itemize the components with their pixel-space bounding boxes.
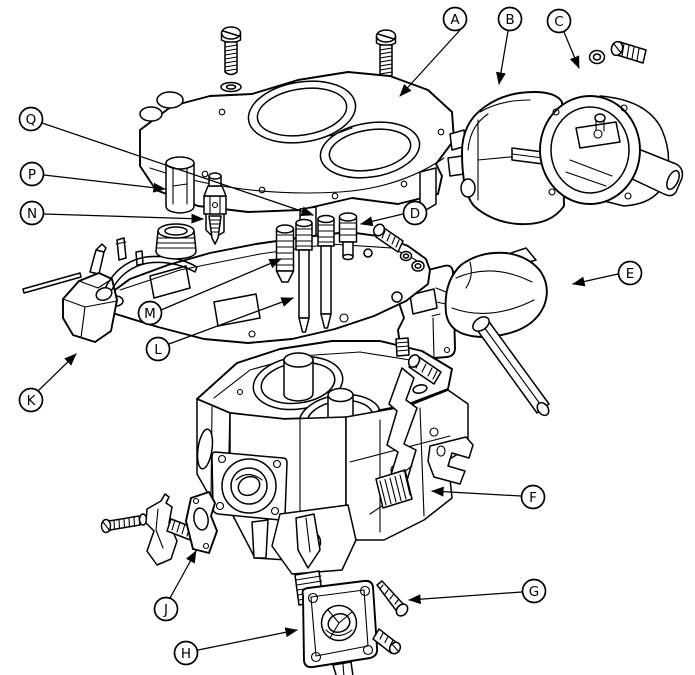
filter-cylinder-p	[165, 156, 195, 214]
callout-letter-d: D	[410, 206, 420, 222]
callout-letter-c: C	[554, 14, 563, 30]
callout-c: C	[546, 8, 572, 34]
callout-letter-n: N	[27, 206, 37, 222]
callout-e: E	[617, 260, 643, 286]
callout-letter-b: B	[505, 12, 514, 28]
leader-b	[496, 30, 509, 85]
jet-air-corrector-4	[338, 212, 358, 261]
callout-letter-a: A	[450, 12, 460, 28]
emulsion-tube-2	[295, 218, 313, 333]
unit-c-bolt-and-washer	[588, 40, 647, 65]
callout-letter-e: E	[626, 266, 635, 282]
jet-main-1	[275, 224, 295, 283]
callout-n: N	[19, 200, 45, 226]
cover-screw-left	[220, 26, 242, 93]
leader-n	[43, 213, 204, 224]
pump-cover-h	[301, 579, 379, 675]
leader-c	[563, 31, 580, 69]
body-gasket	[96, 231, 431, 344]
callout-letter-h: H	[181, 646, 191, 662]
leader-m	[160, 258, 282, 311]
callout-d: D	[402, 200, 428, 226]
callout-j: J	[153, 596, 179, 622]
callout-letter-m: M	[144, 306, 156, 322]
callout-letter-q: Q	[26, 112, 37, 128]
leader-q	[41, 122, 314, 216]
float-hinge-rail	[95, 237, 198, 302]
fast-idle-linkage-f	[369, 337, 474, 515]
leader-j	[169, 550, 197, 599]
leader-d	[360, 213, 404, 227]
j-screw	[100, 513, 148, 534]
leader-lines	[37, 28, 619, 651]
emulsion-tube-3	[317, 214, 335, 329]
callout-p: P	[19, 161, 45, 187]
unit-e-housing	[435, 247, 550, 417]
callout-h: H	[173, 640, 199, 666]
callout-q: Q	[18, 106, 44, 132]
callout-l: L	[145, 336, 171, 362]
g-screw-lower	[372, 628, 402, 655]
callout-letter-j: J	[163, 602, 168, 618]
float-pivot-rod	[22, 272, 82, 294]
callout-letter-k: K	[27, 393, 37, 409]
callout-k: K	[18, 387, 44, 413]
leader-a	[399, 28, 462, 97]
d-bolt-and-washers	[372, 223, 425, 272]
threaded-plug	[155, 223, 197, 260]
callouts: A B C D E F G H	[18, 6, 643, 666]
leader-e	[572, 273, 619, 287]
callout-m: M	[137, 300, 163, 326]
callout-f: F	[520, 484, 546, 510]
callout-letter-p: P	[28, 167, 36, 183]
callout-letter-l: L	[154, 342, 162, 358]
leader-l	[168, 297, 294, 345]
unit-c-housing	[539, 95, 684, 207]
leader-k	[37, 353, 77, 392]
g-needle	[376, 580, 409, 617]
callout-letter-f: F	[529, 490, 537, 506]
leader-g	[408, 591, 523, 605]
leader-h	[197, 627, 298, 651]
needle-valve-n	[203, 172, 227, 245]
callout-a: A	[442, 6, 468, 32]
leader-p	[43, 174, 166, 193]
j-plate	[185, 491, 218, 554]
callout-letter-g: G	[529, 584, 539, 600]
callout-g: G	[521, 578, 547, 604]
callout-b: B	[497, 6, 523, 32]
pump-mount-flange	[211, 451, 288, 521]
leader-f	[431, 486, 522, 497]
unit-b-pump-body	[447, 91, 591, 226]
